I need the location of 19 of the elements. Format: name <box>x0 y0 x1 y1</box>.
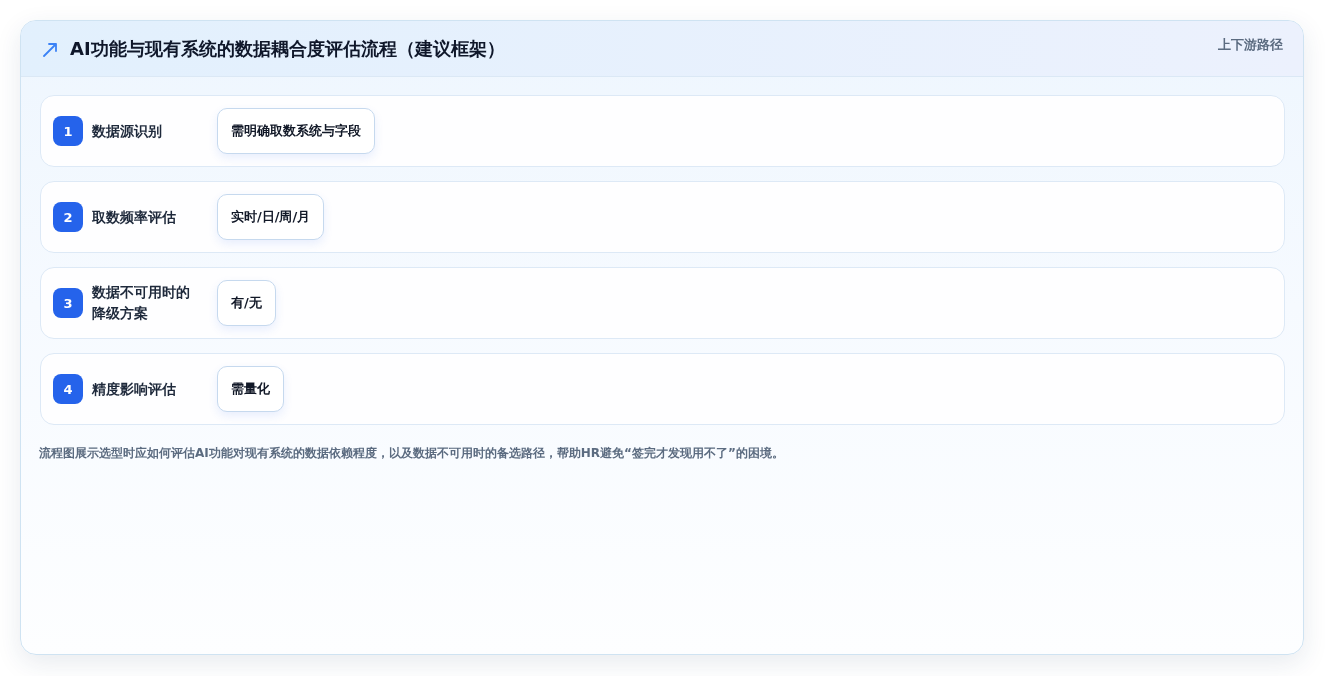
number-badge: 4 <box>53 374 83 404</box>
step-name: 数据不可用时的降级方案 <box>92 283 191 323</box>
number-badge: 2 <box>53 202 83 232</box>
criterion-tag: 需明确取数系统与字段 <box>217 108 375 154</box>
step-row <box>40 353 1285 425</box>
step-name: 取数频率评估 <box>92 207 177 227</box>
number-badge: 1 <box>53 116 83 146</box>
criterion-tag: 实时/日/周/月 <box>217 194 325 240</box>
number-badge: 3 <box>53 288 83 318</box>
header-note: 上下游路径 <box>1218 36 1283 54</box>
criterion-tag: 需量化 <box>217 366 284 412</box>
step-row <box>40 95 1285 167</box>
diagram-title: AI功能与现有系统的数据耦合度评估流程（建议框架） <box>70 37 505 61</box>
criterion-tag: 有/无 <box>217 280 276 326</box>
step-row <box>40 267 1285 339</box>
step-name: 精度影响评估 <box>92 379 177 399</box>
step-name: 数据源识别 <box>92 121 163 141</box>
caption-text: 流程图展示选型时应如何评估AI功能对现有系统的数据依赖程度，以及数据不可用时的备选路径，帮助HR避免“签完才发现用不了”的困境。 <box>39 445 784 462</box>
step-row <box>40 181 1285 253</box>
